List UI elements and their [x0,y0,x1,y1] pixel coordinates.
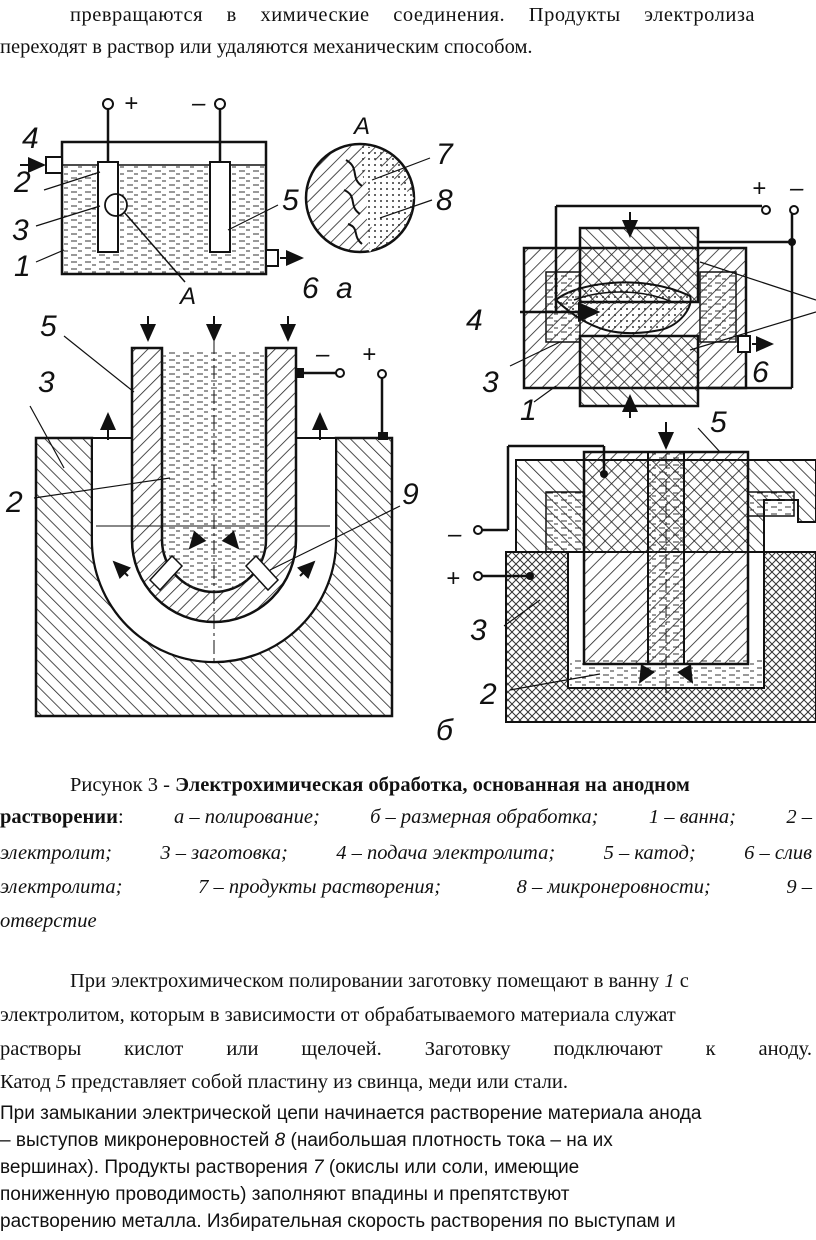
caption-l3-3: 5 – катод; [603,842,696,864]
caption-l4-2: 8 – микронеровности; [516,876,711,898]
caption-l3-4: 6 – слив [744,842,812,864]
caption-prefix: Рисунок 3 - [70,774,176,796]
fig-a-label-2: 2 [13,166,31,199]
fig-a-label-3: 3 [12,214,29,247]
fig-a-label-1: 1 [14,250,31,283]
fig-c-label-3: 3 [482,366,499,399]
fig-c-label-5: 5 [710,406,727,439]
fig-b-label-2: 2 [5,486,23,519]
p1-l1-a: При электрохимическом полировании загото… [70,970,660,992]
fig-c-label-4: 4 [466,304,483,337]
p1-l1-b: с [674,970,689,992]
fig-a-label-5: 5 [282,184,299,217]
body-p2-line-4: пониженную проводимость) заполняют впади… [0,1184,570,1206]
p1-l4-b: представляет собой пластину из свинца, м… [66,1071,568,1093]
figure-a-detail-circle: А 7 8 [304,113,454,254]
caption-l4-0: электролита; [0,876,123,898]
p1-l3-w2: или [226,1038,259,1060]
caption-l3-2: 4 – подача электролита; [336,842,556,864]
figure-drawing: + – 4 2 3 1 5 6 а А А 7 8 [5,90,816,747]
intro-line-2: переходят в раствор или удаляются механи… [0,36,533,59]
caption-title-part1: Электрохимическая обработка, основанная … [175,774,690,796]
caption-l3-1: 3 – заготовка; [160,842,288,864]
fig-a-label-4: 4 [22,122,39,155]
p2-l2-a: – выступов микронеровностей [0,1130,275,1151]
fig-b-label-3: 3 [38,366,55,399]
fig-b-label-5: 5 [40,310,57,343]
fig-c-plus: + [752,175,766,202]
p2-l3-a: вершинах). Продукты растворения [0,1157,314,1178]
p1-l4-a: Катод [0,1071,56,1093]
p2-l2-b: (наибольшая плотность тока – на их [285,1130,613,1151]
figure-b-drilling: 5 3 2 9 + – [5,310,419,718]
p1-l3-w6: к [705,1038,716,1060]
fig-c-minus: – [789,175,804,202]
p2-l5: растворению металла. Избирательная скоро… [0,1211,676,1232]
caption-l4-1: 7 – продукты растворения; [198,876,442,898]
caption-item-a: а – полирование; [173,806,320,828]
body-p2-line-5: растворению металла. Избирательная скоро… [0,1211,676,1233]
p1-l3-w7: аноду. [758,1038,812,1060]
p1-l4-num: 5 [55,1071,67,1093]
fig-c-label-1: 1 [520,394,537,427]
fig-a-label-8: 8 [436,184,453,217]
fig-a-minus: – [191,90,206,117]
p1-l3-w0: растворы [0,1038,82,1060]
body-p1-line-2: электролитом, которым в зависимости от о… [0,1004,676,1027]
fig-a-label-a: а [336,272,353,305]
caption-l5: отверстие [0,910,97,932]
p1-l3-w4: Заготовку [424,1038,511,1060]
figure-c-section: – + 5 3 2 б [436,406,816,747]
intro-text-1: превращаются в химические соединения. Пр… [70,4,756,26]
figure-c-die: + – 4 3 1 6 [466,175,816,427]
caption-l4-3: 9 – [786,876,812,898]
intro-line-1: превращаются в химические соединения. Пр… [0,4,812,27]
fig-c2-plus: + [446,565,460,592]
caption-item-2: 2 – [786,806,812,828]
body-p1-line-3: растворы кислот или щелочей. Заготовку п… [0,1038,812,1061]
body-p2-line-3: вершинах). Продукты растворения 7 (окисл… [0,1157,579,1179]
p1-l3-w5: подключают [553,1038,663,1060]
fig-b-label-9: 9 [402,478,419,511]
caption-line-2: растворении: а – полирование; б – размер… [0,806,812,829]
p2-l1: При замыкании электрической цепи начинае… [0,1103,702,1124]
caption-line-4: электролита; 7 – продукты растворения; 8… [0,876,812,899]
fig-a-label-6: 6 [302,272,319,305]
p2-l2-num: 8 [274,1130,286,1151]
p2-l4: пониженную проводимость) заполняют впади… [0,1184,570,1205]
fig-a-label-A-top: А [352,113,370,140]
caption-title-part2: растворении [0,806,118,828]
fig-a-label-A-bottom: А [178,283,196,310]
p2-l3-b: (окислы или соли, имеющие [323,1157,580,1178]
p1-l2: электролитом, которым в зависимости от о… [0,1004,676,1026]
body-p2-line-1: При замыкании электрической цепи начинае… [0,1103,702,1125]
caption-line-5: отверстие [0,910,97,933]
intro-text-2: переходят в раствор или удаляются механи… [0,36,533,58]
fig-a-label-7: 7 [436,138,454,171]
fig-c-label-2: 2 [479,678,497,711]
body-p1-line-1: При электрохимическом полировании загото… [70,970,689,993]
fig-c-label-b: б [436,714,454,747]
caption-l3-0: электролит; [0,842,113,864]
caption-line-3: электролит; 3 – заготовка; 4 – подача эл… [0,842,812,865]
caption-item-1: 1 – ванна; [648,806,736,828]
fig-b-plus: + [362,341,376,368]
fig-c-label-3b: 3 [470,614,487,647]
body-p1-line-4: Катод 5 представляет собой пластину из с… [0,1071,568,1094]
p1-l3-w1: кислот [124,1038,184,1060]
p2-l3-num: 7 [313,1157,324,1178]
fig-c-label-6: 6 [752,356,769,389]
p1-l1-num: 1 [664,970,675,992]
caption-line-1: Рисунок 3 - Электрохимическая обработка,… [70,774,690,797]
caption-colon: : [117,806,124,828]
caption-item-b: б – размерная обработка; [370,806,599,828]
fig-c2-minus: – [447,521,462,548]
p1-l3-w3: щелочей. [301,1038,382,1060]
fig-b-minus: – [315,341,330,368]
body-p2-line-2: – выступов микронеровностей 8 (наибольша… [0,1130,613,1152]
figure-a-bath: + – 4 2 3 1 5 6 а А [12,90,353,310]
fig-a-plus: + [124,90,138,117]
